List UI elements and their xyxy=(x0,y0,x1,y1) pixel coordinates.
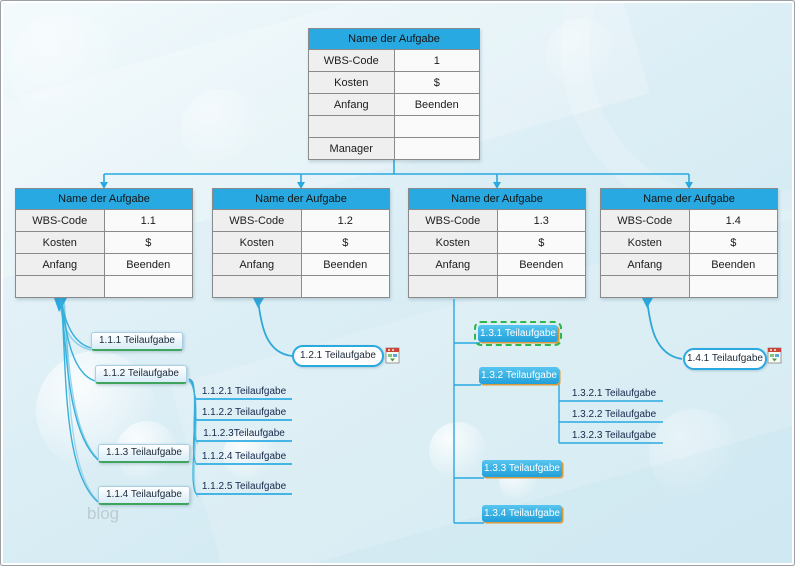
table-cell-value[interactable]: 1.4 xyxy=(689,210,777,231)
table-cell-value[interactable]: 1.1 xyxy=(104,210,192,231)
table-cell-label[interactable]: WBS-Code xyxy=(213,210,301,231)
table-cell-label[interactable] xyxy=(601,276,689,297)
table-cell-label[interactable]: Kosten xyxy=(309,72,394,93)
table-cell-value[interactable]: $ xyxy=(689,232,777,253)
table-cell-label[interactable]: Kosten xyxy=(213,232,301,253)
table-cell-value[interactable]: Beenden xyxy=(301,254,389,275)
table-cell-value[interactable]: $ xyxy=(394,72,479,93)
table-cell-label[interactable]: WBS-Code xyxy=(16,210,104,231)
table-cell-label[interactable] xyxy=(213,276,301,297)
table-cell-value[interactable] xyxy=(104,276,192,297)
wbs-table-1-2[interactable]: Name der Aufgabe WBS-Code 1.2 Kosten $ A… xyxy=(212,188,390,298)
table-title[interactable]: Name der Aufgabe xyxy=(213,189,389,209)
node-1-4-1[interactable]: 1.4.1 Teilaufgabe xyxy=(683,348,767,370)
table-cell-label[interactable]: WBS-Code xyxy=(309,50,394,71)
node-1-1-3[interactable]: 1.1.3 Teilaufgabe xyxy=(98,444,190,463)
node-1-1-2-4[interactable]: 1.1.2.4 Teilaufgabe xyxy=(196,451,292,465)
blog-watermark: blog xyxy=(87,504,120,523)
table-cell-value[interactable]: 1 xyxy=(394,50,479,71)
table-cell-label[interactable]: Kosten xyxy=(601,232,689,253)
table-cell-label[interactable]: Anfang xyxy=(309,94,394,115)
node-1-1-2-3[interactable]: 1.1.2.3Teilaufgabe xyxy=(196,428,292,442)
table-cell-label[interactable] xyxy=(309,116,394,137)
node-1-1-1[interactable]: 1.1.1 Teilaufgabe xyxy=(91,332,183,351)
node-1-1-2-1[interactable]: 1.1.2.1 Teilaufgabe xyxy=(196,386,292,400)
node-1-1-2[interactable]: 1.1.2 Teilaufgabe xyxy=(95,365,187,384)
table-cell-label[interactable]: Anfang xyxy=(601,254,689,275)
table-cell-label[interactable]: WBS-Code xyxy=(601,210,689,231)
wbs-table-1-3[interactable]: Name der Aufgabe WBS-Code 1.3 Kosten $ A… xyxy=(408,188,586,298)
node-1-1-2-5[interactable]: 1.1.2.5 Teilaufgabe xyxy=(196,481,292,495)
table-cell-label[interactable]: Kosten xyxy=(16,232,104,253)
table-cell-label[interactable]: WBS-Code xyxy=(409,210,497,231)
table-title[interactable]: Name der Aufgabe xyxy=(409,189,585,209)
table-cell-value[interactable]: Beenden xyxy=(497,254,585,275)
linked-document-icon[interactable] xyxy=(767,345,782,364)
table-title[interactable]: Name der Aufgabe xyxy=(309,29,479,49)
table-title[interactable]: Name der Aufgabe xyxy=(601,189,777,209)
table-cell-value[interactable]: Beenden xyxy=(104,254,192,275)
table-cell-value[interactable] xyxy=(689,276,777,297)
node-1-3-4[interactable]: 1.3.4 Teilaufgabe xyxy=(482,505,562,522)
node-1-1-4[interactable]: 1.1.4 Teilaufgabe xyxy=(98,486,190,505)
node-1-2-1[interactable]: 1.2.1 Teilaufgabe xyxy=(292,345,384,367)
node-1-3-2-1[interactable]: 1.3.2.1 Teilaufgabe xyxy=(571,388,657,399)
table-cell-label[interactable]: Anfang xyxy=(16,254,104,275)
table-cell-label[interactable]: Anfang xyxy=(409,254,497,275)
node-1-3-2-3[interactable]: 1.3.2.3 Teilaufgabe xyxy=(571,430,657,441)
table-cell-label[interactable]: Manager xyxy=(309,138,394,159)
wbs-table-1-1[interactable]: Name der Aufgabe WBS-Code 1.1 Kosten $ A… xyxy=(15,188,193,298)
table-cell-label[interactable] xyxy=(16,276,104,297)
wbs-table-1-4[interactable]: Name der Aufgabe WBS-Code 1.4 Kosten $ A… xyxy=(600,188,778,298)
node-1-3-3[interactable]: 1.3.3 Teilaufgabe xyxy=(482,460,562,477)
table-cell-value[interactable] xyxy=(394,116,479,137)
table-cell-value[interactable] xyxy=(394,138,479,159)
table-cell-value[interactable]: Beenden xyxy=(394,94,479,115)
node-1-3-2[interactable]: 1.3.2 Teilaufgabe xyxy=(479,367,559,384)
table-cell-value[interactable]: 1.2 xyxy=(301,210,389,231)
node-1-1-2-2[interactable]: 1.1.2.2 Teilaufgabe xyxy=(196,407,292,421)
linked-document-icon[interactable] xyxy=(385,345,400,364)
table-cell-label[interactable] xyxy=(409,276,497,297)
table-cell-value[interactable]: $ xyxy=(104,232,192,253)
wbs-table-root[interactable]: Name der Aufgabe WBS-Code 1 Kosten $ Anf… xyxy=(308,28,480,160)
table-cell-label[interactable]: Kosten xyxy=(409,232,497,253)
node-1-3-1[interactable]: 1.3.1 Teilaufgabe xyxy=(474,321,562,346)
table-title[interactable]: Name der Aufgabe xyxy=(16,189,192,209)
node-1-3-2-2[interactable]: 1.3.2.2 Teilaufgabe xyxy=(571,409,657,420)
table-cell-value[interactable]: $ xyxy=(497,232,585,253)
table-cell-value[interactable]: $ xyxy=(301,232,389,253)
table-cell-value[interactable]: 1.3 xyxy=(497,210,585,231)
table-cell-label[interactable]: Anfang xyxy=(213,254,301,275)
table-cell-value[interactable] xyxy=(301,276,389,297)
table-cell-value[interactable] xyxy=(497,276,585,297)
table-cell-value[interactable]: Beenden xyxy=(689,254,777,275)
